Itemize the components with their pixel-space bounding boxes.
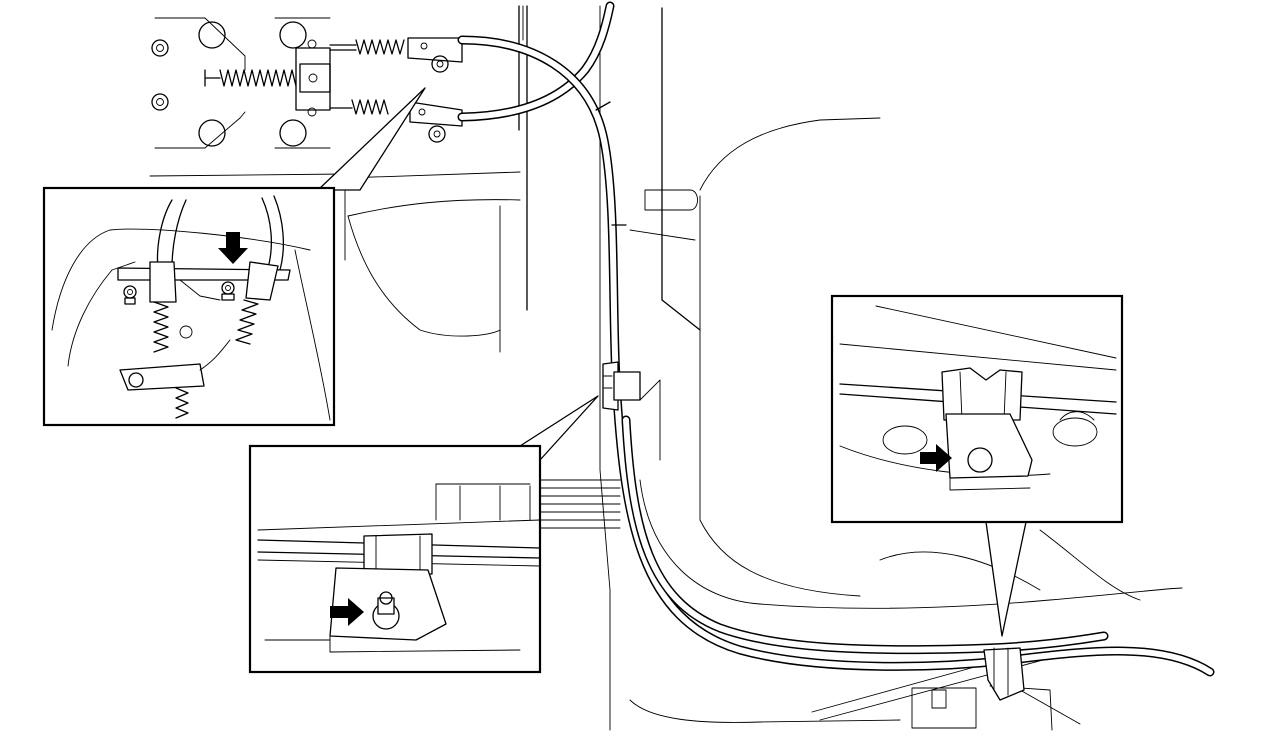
arrow-icon: [920, 444, 952, 472]
arrow-icon: [330, 598, 364, 626]
callout-pointer: [317, 87, 426, 191]
brake-cables: [457, 1, 1215, 701]
callout-equalizer-detail: [42, 87, 426, 427]
vehicle-floor-structure: [149, 5, 1183, 731]
arrow-icon: [218, 232, 248, 264]
callout-floor-bracket-detail: [248, 395, 599, 674]
callout-rear-clamp-detail: [830, 294, 1124, 637]
equalizer-assembly: [151, 17, 463, 149]
